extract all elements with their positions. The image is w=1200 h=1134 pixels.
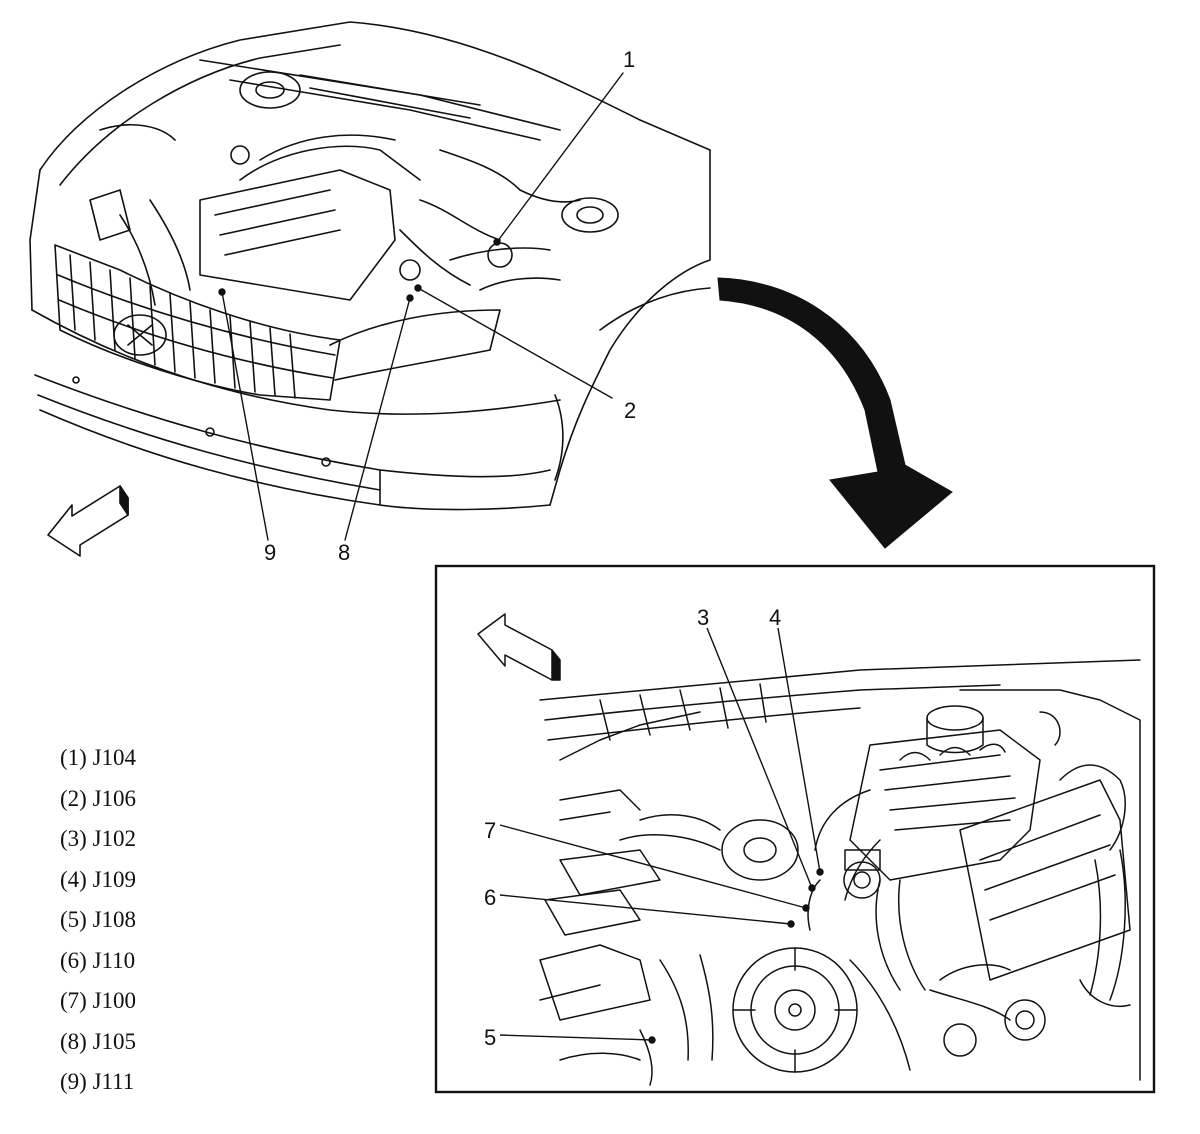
overview-leader-lines: [218, 72, 624, 541]
callout-7: 7: [484, 818, 496, 843]
callout-3: 3: [697, 605, 709, 630]
legend-item: (1) J104: [60, 745, 137, 770]
legend-item: (8) J105: [60, 1028, 137, 1054]
detail-leader-lines: [499, 627, 824, 1044]
callout-9: 9: [264, 540, 276, 565]
engine-detail-illustration: [477, 613, 1141, 1086]
legend-item: (7) J100: [60, 988, 137, 1013]
callout-6: 6: [484, 885, 496, 910]
vehicle-front-illustration: [29, 21, 711, 511]
zoom-arrow-icon: [717, 277, 953, 549]
legend-item: (5) J108: [60, 907, 137, 932]
callout-2: 2: [624, 398, 636, 423]
detail-front-direction-arrow-icon: [477, 613, 561, 681]
detail-view-frame: [434, 564, 1156, 1094]
legend-item: (4) J109: [60, 866, 137, 892]
callout-labels: 1 2 9 8 3 4 7 6 5: [264, 47, 781, 1050]
connector-legend: (1) J104 (2) J106 (3) J102 (4) J109 (5) …: [60, 738, 136, 1103]
callout-1: 1: [623, 47, 635, 72]
callout-5: 5: [484, 1025, 496, 1050]
callout-8: 8: [338, 540, 350, 565]
legend-item: (9) J111: [60, 1069, 135, 1094]
legend-item: (6) J110: [60, 947, 136, 973]
legend-item: (3) J102: [60, 826, 137, 851]
legend-item: (2) J106: [60, 785, 137, 811]
callout-4: 4: [769, 605, 781, 630]
front-direction-arrow-icon: [47, 485, 129, 557]
